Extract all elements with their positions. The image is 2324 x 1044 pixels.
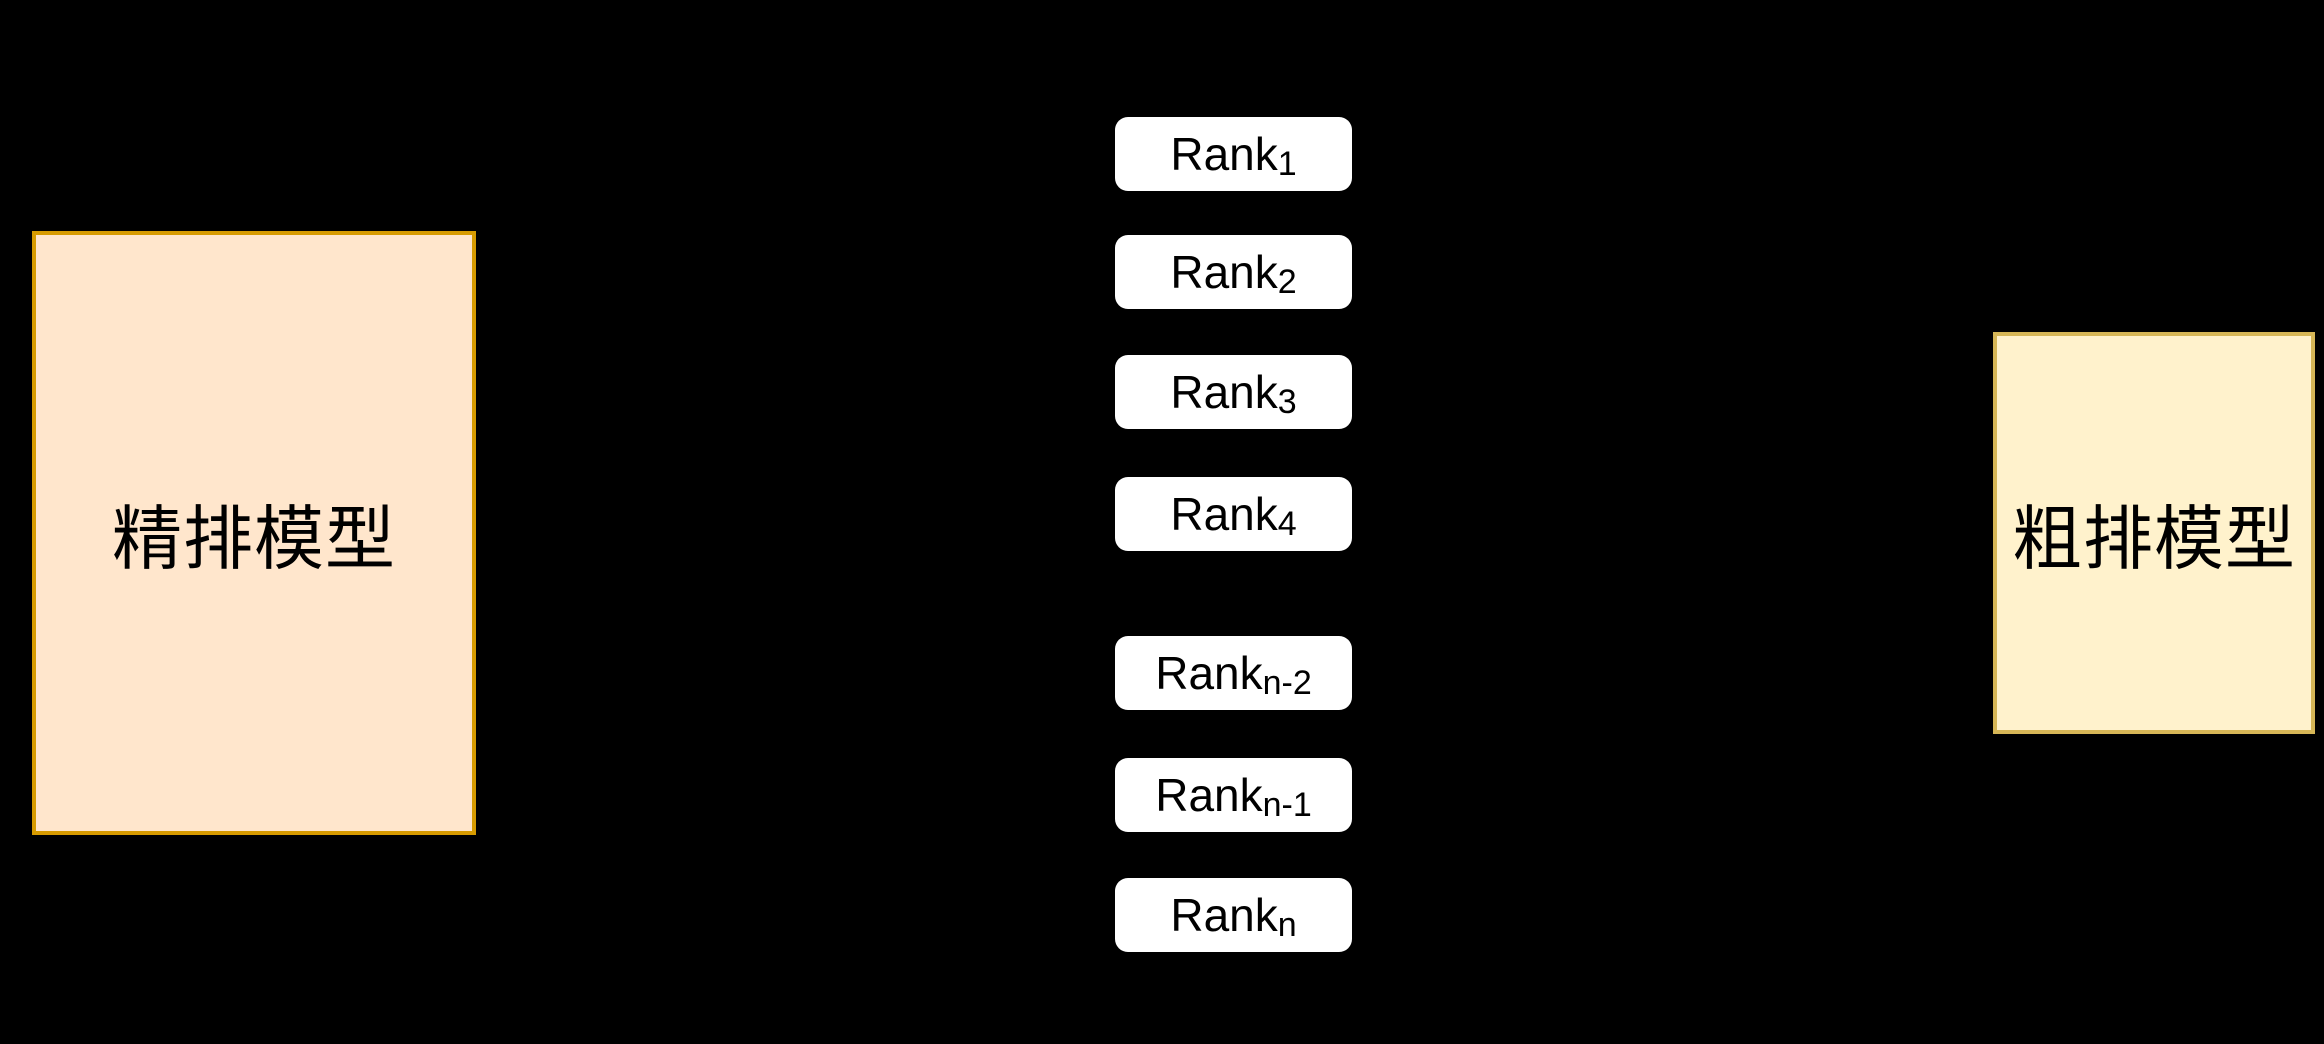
rank-item-3-base: Rank [1170, 366, 1278, 418]
rank-item-n-2-base: Rank [1155, 647, 1263, 699]
rank-item-n-2-subscript: n-2 [1262, 664, 1312, 703]
rank-item-2-subscript: 2 [1277, 263, 1297, 302]
coarse-ranking-model-box: 粗排模型 [1993, 332, 2315, 734]
fine-ranking-model-label: 精排模型 [112, 499, 396, 578]
rank-item-1-base: Rank [1170, 128, 1278, 180]
rank-item-n-1-subscript: n-1 [1262, 786, 1312, 825]
rank-item-4-subscript: 4 [1277, 505, 1297, 544]
rank-item-1-subscript: 1 [1277, 145, 1297, 184]
fine-ranking-model-box: 精排模型 [32, 231, 476, 835]
rank-item-4-base: Rank [1170, 488, 1278, 540]
rank-item-n-base: Rank [1170, 889, 1278, 941]
coarse-ranking-model-label: 粗排模型 [2012, 499, 2296, 578]
rank-item-2-base: Rank [1170, 246, 1278, 298]
rank-item-n-subscript: n [1277, 906, 1297, 945]
rank-item-3-subscript: 3 [1277, 383, 1297, 422]
rank-item-n-1-base: Rank [1155, 769, 1263, 821]
